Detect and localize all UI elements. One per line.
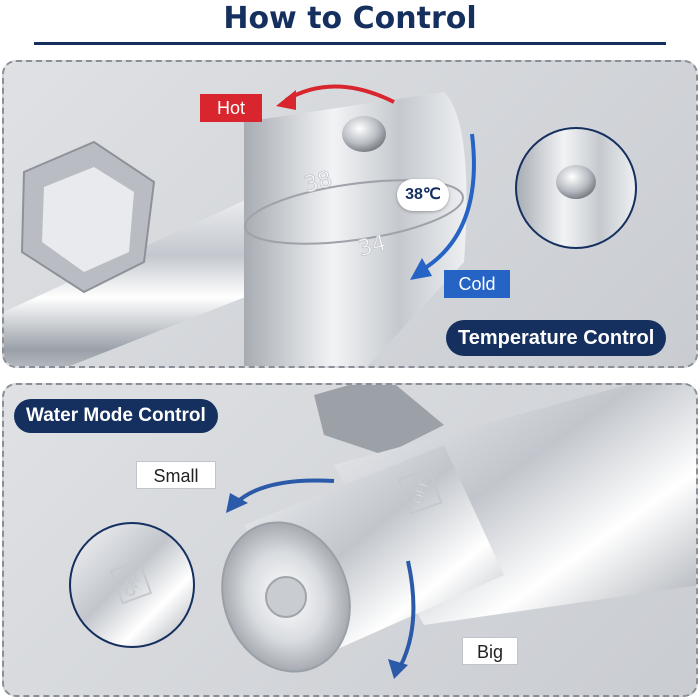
zoomed-off-box: [109, 559, 153, 605]
zoomed-button-knob: [556, 165, 596, 199]
small-arrowhead: [226, 493, 248, 513]
hot-arrow-curve: [284, 84, 395, 104]
hot-label: Hot: [200, 94, 262, 122]
off-mark-box: [397, 467, 443, 515]
big-label: Big: [462, 637, 518, 665]
zoom-circle-knob: [69, 522, 195, 648]
cold-arrow-curve: [420, 133, 476, 272]
temperature-control-caption: Temperature Control: [446, 320, 667, 356]
connector-shape: [314, 385, 444, 455]
page-title: How to Control: [223, 1, 477, 36]
valve-seam: [244, 179, 464, 245]
big-arrow-curve: [398, 560, 416, 668]
hex-nut-face: [42, 167, 134, 272]
small-arrow-curve: [234, 478, 335, 505]
temperature-safety-button: [342, 116, 386, 152]
cold-arrowhead: [410, 258, 432, 280]
valve-body-shape: [244, 92, 467, 366]
temperature-illustration: 38 34: [4, 84, 637, 366]
water-mode-illustration: OFF OFF: [69, 385, 696, 679]
big-arrowhead: [388, 659, 408, 679]
mode-knob-center: [265, 576, 307, 618]
title-underline: [34, 42, 666, 45]
hot-arrowhead: [276, 90, 296, 110]
water-mode-caption: Water Mode Control: [14, 399, 218, 433]
cold-label: Cold: [444, 270, 510, 298]
water-mode-panel: OFF OFF Water Mode Control Small Big: [2, 383, 698, 697]
temperature-reading: 38℃: [397, 179, 449, 211]
small-label: Small: [136, 461, 216, 489]
temperature-panel: 38 34 Hot 38℃ Cold Temperature Control: [2, 60, 698, 368]
